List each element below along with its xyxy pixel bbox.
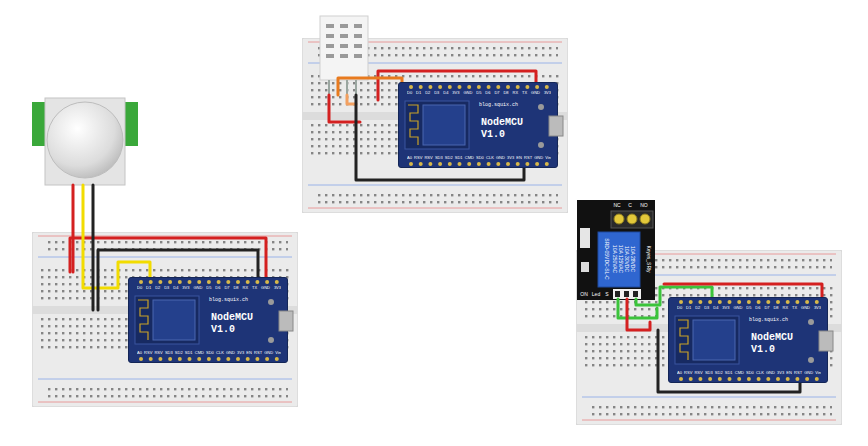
board-name: NodeMCU V1.0: [481, 117, 523, 140]
relay-label: NO: [640, 203, 648, 208]
pin-labels: A0 RSV RSV SD3 SD2 SD1 CMD SD0 CLK GND 3…: [137, 351, 281, 355]
relay-label: ON: [580, 292, 588, 297]
pin-labels: A0 RSV RSV SD3 SD2 SD1 CMD SD0 CLK GND 3…: [407, 156, 551, 160]
dht-sensor: [320, 16, 368, 95]
nodemcu-board: D0 D1 D2 D3 D4 3V3 GND D5 D6 D7 D8 RX TX…: [398, 82, 558, 168]
board-url: blog.squix.ch: [209, 298, 248, 303]
board-name: NodeMCU V1.0: [751, 332, 793, 355]
board-url: blog.squix.ch: [479, 103, 518, 108]
pir-sensor: [32, 98, 138, 185]
relay-label: Led: [592, 292, 600, 297]
relay-label: SRD-05VDC-SL-C: [604, 238, 609, 279]
relay-label: Keyes_SRly: [646, 245, 651, 272]
pin-labels: D0 D1 D2 D3 D4 3V3 GND D5 D6 D7 D8 RX TX…: [137, 286, 281, 290]
relay-module: [577, 200, 655, 300]
pin-labels: D0 D1 D2 D3 D4 3V3 GND D5 D6 D7 D8 RX TX…: [407, 91, 551, 95]
relay-label: NC: [613, 203, 620, 208]
relay-label: C: [628, 203, 632, 208]
pin-labels: A0 RSV RSV SD3 SD2 SD1 CMD SD0 CLK GND 3…: [677, 371, 821, 375]
relay-label: S: [605, 292, 608, 297]
relay-label: 10A 30VDC: [624, 246, 629, 272]
relay-label: 10A 125VAC: [618, 245, 623, 273]
pin-labels: D0 D1 D2 D3 D4 3V3 GND D5 D6 D7 D8 RX TX…: [677, 306, 821, 310]
wires: [70, 71, 822, 392]
board-name: NodeMCU V1.0: [211, 312, 253, 335]
relay-label: 10A 250VAC: [612, 245, 617, 273]
relay-label: 10A 28VDC: [630, 246, 635, 272]
board-url: blog.squix.ch: [749, 318, 788, 323]
nodemcu-board: D0 D1 D2 D3 D4 3V3 GND D5 D6 D7 D8 RX TX…: [668, 297, 828, 383]
nodemcu-board: D0 D1 D2 D3 D4 3V3 GND D5 D6 D7 D8 RX TX…: [128, 277, 288, 363]
